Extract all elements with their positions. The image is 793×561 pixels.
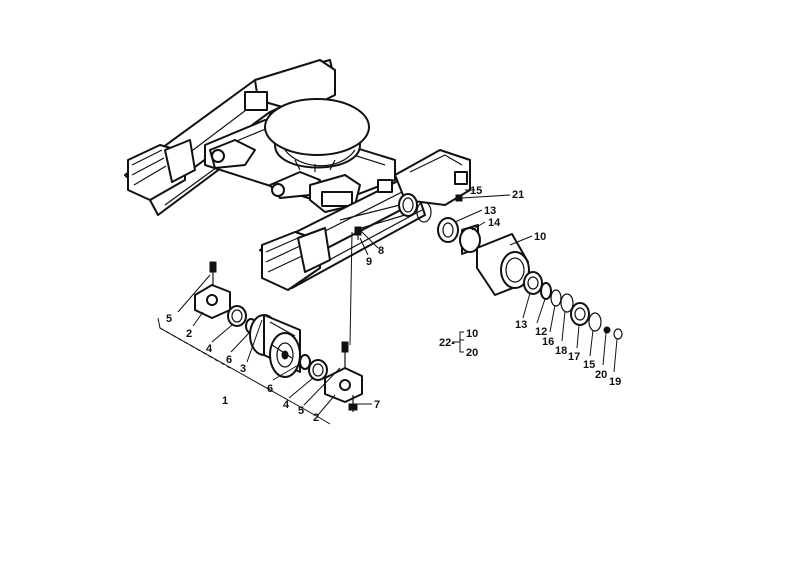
label-2: 2 xyxy=(313,412,319,424)
label-22: 22- xyxy=(439,337,455,349)
leader-lines xyxy=(177,189,618,416)
idler-assembly xyxy=(354,193,623,340)
label-3: 3 xyxy=(240,363,246,375)
label-12: 12 xyxy=(535,326,547,338)
label-15: 15 xyxy=(583,359,595,371)
label-15: 15 xyxy=(470,185,482,197)
label-13: 13 xyxy=(515,319,527,331)
label-13: 13 xyxy=(484,205,496,217)
part-labels: 1 2 2 3 4 4 5 5 6 6 7 8 9 10 10 12 13 13… xyxy=(166,185,621,424)
label-18: 18 xyxy=(555,345,567,357)
undercarriage-frame xyxy=(124,59,471,291)
label-4: 4 xyxy=(283,399,290,411)
label-1: 1 xyxy=(222,395,228,407)
label-6: 6 xyxy=(226,354,232,366)
label-9: 9 xyxy=(366,256,372,268)
label-5: 5 xyxy=(166,313,172,325)
label-16: 16 xyxy=(542,336,554,348)
label-2: 2 xyxy=(186,328,192,340)
label-10: 10 xyxy=(534,231,546,243)
label-21: 21 xyxy=(512,189,524,201)
label-10: 10 xyxy=(466,328,478,340)
label-8: 8 xyxy=(378,245,384,257)
label-5: 5 xyxy=(298,405,304,417)
label-4: 4 xyxy=(206,343,213,355)
label-6: 6 xyxy=(267,383,273,395)
swing-bearing xyxy=(264,98,370,172)
label-14: 14 xyxy=(488,217,501,229)
label-20: 20 xyxy=(466,347,478,359)
label-20: 20 xyxy=(595,369,607,381)
label-7: 7 xyxy=(374,399,380,411)
track-roller-assembly xyxy=(157,261,363,425)
label-17: 17 xyxy=(568,351,580,363)
label-19: 19 xyxy=(609,376,621,388)
